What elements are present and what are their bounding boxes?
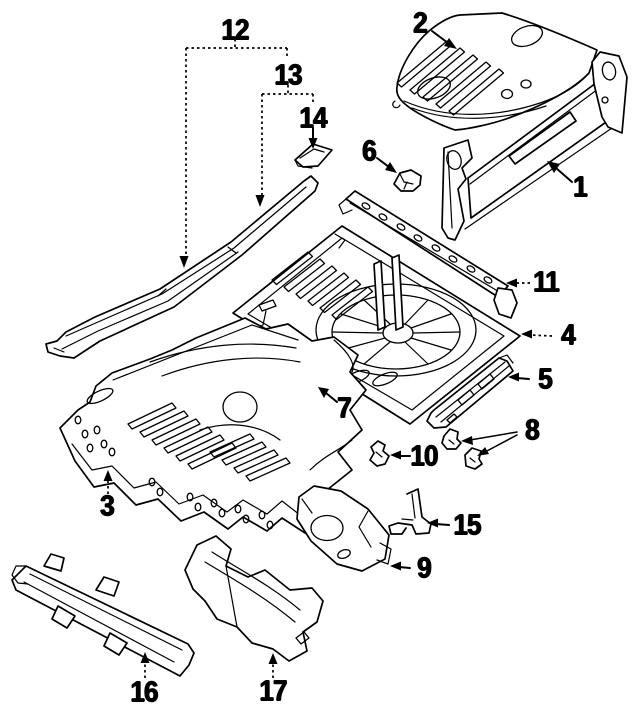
part-drawing-10: [369, 440, 390, 467]
callout-arrow-15: [427, 518, 450, 528]
part-drawing-9: [296, 485, 392, 572]
callout-arrow-3: [103, 470, 113, 494]
part-drawing-15: [388, 488, 432, 535]
callout-label-7: 7: [337, 392, 352, 425]
callout-arrow-8: [461, 431, 518, 456]
callout-arrow-1: [547, 161, 573, 183]
part-drawing-3: [59, 317, 367, 534]
callout-label-13: 13: [274, 59, 302, 92]
callout-label-17: 17: [259, 675, 287, 708]
callout-bracket-13: [255, 85, 314, 207]
part-drawing-8: [441, 428, 483, 470]
callout-label-4: 4: [561, 319, 576, 352]
callout-label-8: 8: [525, 414, 540, 447]
callout-arrow-11: [506, 278, 530, 288]
callout-label-10: 10: [410, 440, 438, 473]
callout-arrow-17: [268, 653, 278, 678]
part-drawing-16: [11, 553, 195, 677]
part-drawing-12-rail: [45, 175, 319, 359]
callout-arrow-2: [431, 30, 457, 49]
callout-label-12: 12: [221, 14, 249, 47]
callout-arrow-4: [521, 329, 553, 339]
callout-arrow-5: [508, 372, 530, 382]
part-drawing-11: [338, 190, 518, 319]
callout-label-15: 15: [453, 509, 481, 542]
callout-arrow-9: [390, 561, 411, 571]
part-drawing-14: [294, 143, 333, 169]
part-drawing-1: [441, 51, 628, 241]
callout-label-16: 16: [130, 676, 158, 709]
callout-label-5: 5: [538, 363, 553, 396]
callout-arrow-16: [140, 652, 150, 678]
callout-label-14: 14: [299, 102, 327, 135]
callout-label-11: 11: [533, 266, 560, 299]
part-drawing-5: [426, 354, 514, 429]
callout-bracket-12: [179, 39, 288, 268]
callout-arrow-7: [318, 387, 338, 403]
callout-label-1: 1: [573, 171, 588, 204]
callout-label-3: 3: [100, 490, 115, 523]
callout-label-9: 9: [417, 552, 432, 585]
callout-label-6: 6: [362, 135, 377, 168]
part-drawing-4: [232, 225, 521, 425]
callout-arrow-10: [390, 450, 411, 460]
callout-arrow-6: [376, 157, 397, 173]
part-drawing-17: [184, 535, 324, 662]
callout-label-2: 2: [413, 7, 428, 40]
callout-arrow-14: [308, 127, 318, 149]
part-drawing-6: [393, 169, 422, 192]
